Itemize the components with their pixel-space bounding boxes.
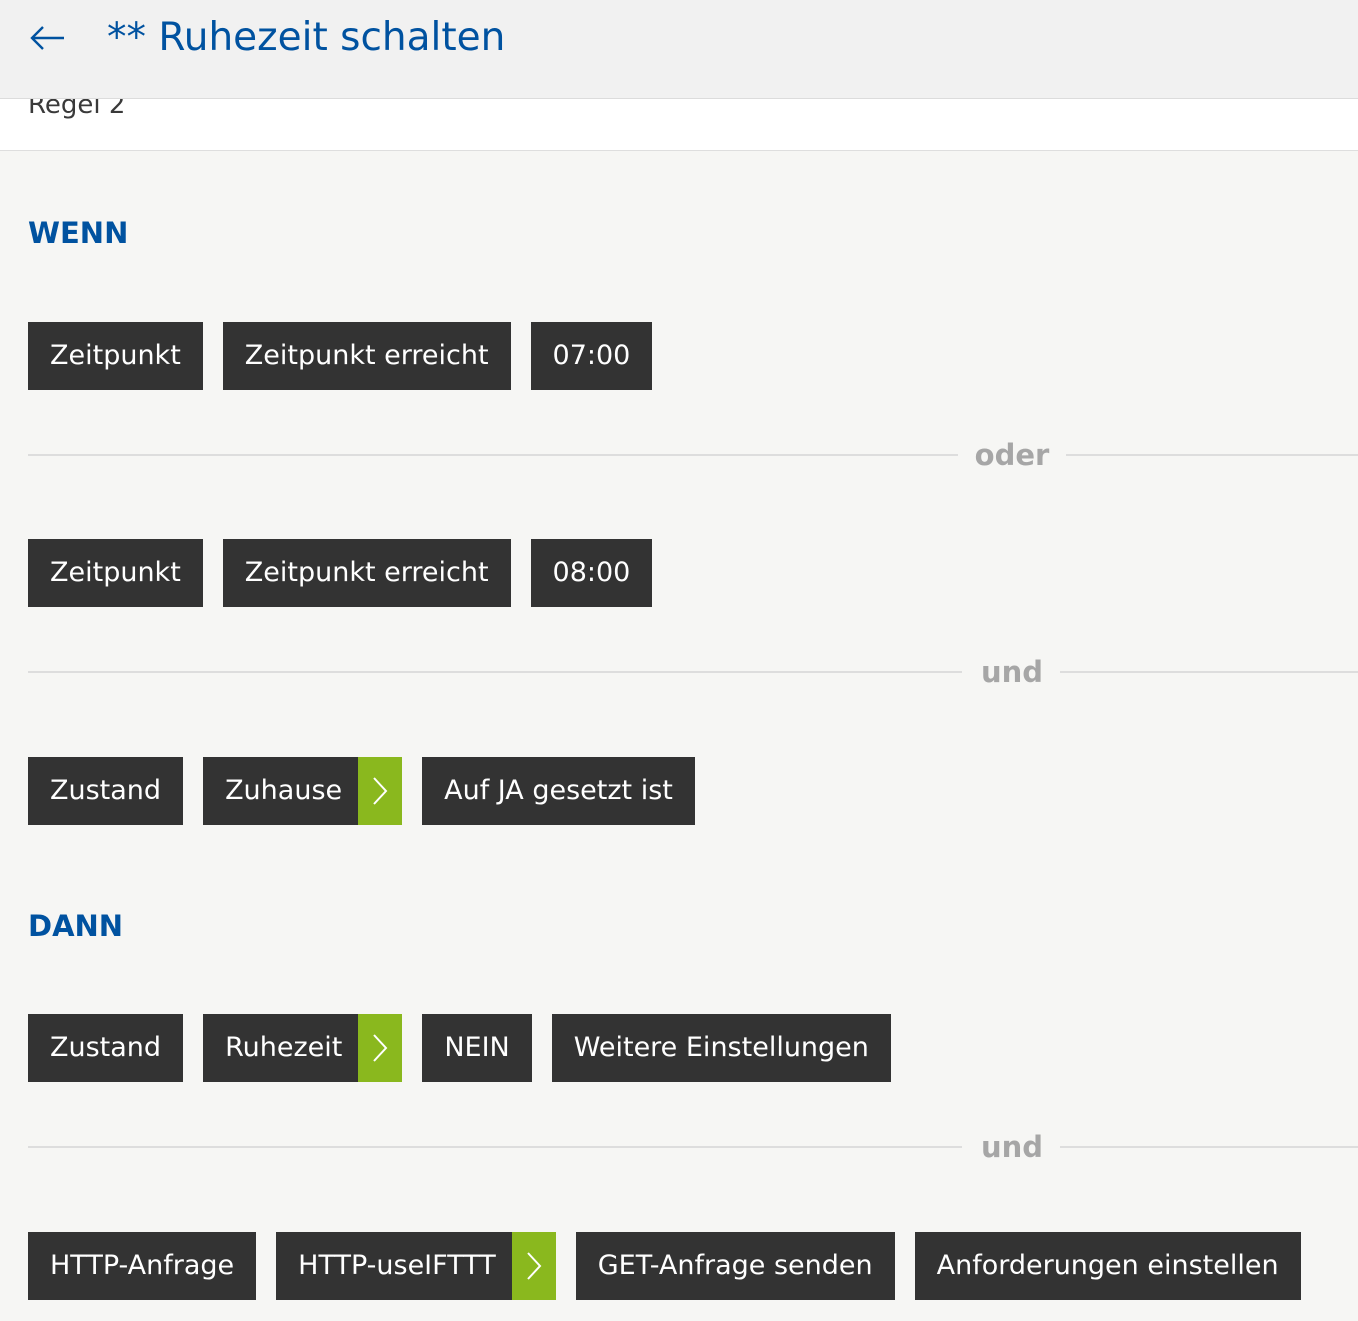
condition-1-time-chip[interactable]: 07:00 xyxy=(530,322,653,390)
action-1-state-chip[interactable]: Ruhezeit xyxy=(203,1014,403,1082)
chevron-right-icon[interactable] xyxy=(358,757,403,825)
rule-name-bar: Regel 2 xyxy=(0,99,1358,151)
condition-1-type-chip[interactable]: Zeitpunkt xyxy=(28,322,203,390)
separator-und-1: und xyxy=(28,654,1358,690)
action-row-2: HTTP-Anfrage HTTP-useIFTTT GET-Anfrage s… xyxy=(28,1232,1301,1300)
action-1-value-chip[interactable]: NEIN xyxy=(422,1014,532,1082)
condition-2-type-chip[interactable]: Zeitpunkt xyxy=(28,539,203,607)
separator-line-right xyxy=(1066,454,1358,456)
action-2-target-chip[interactable]: HTTP-useIFTTT xyxy=(276,1232,556,1300)
chevron-right-icon[interactable] xyxy=(511,1232,556,1300)
separator-label: oder xyxy=(974,438,1050,472)
separator-label: und xyxy=(980,655,1044,689)
action-1-type-chip[interactable]: Zustand xyxy=(28,1014,184,1082)
condition-3-value-chip[interactable]: Auf JA gesetzt ist xyxy=(422,757,695,825)
condition-row-2: Zeitpunkt Zeitpunkt erreicht 08:00 xyxy=(28,539,653,607)
condition-1-trigger-chip[interactable]: Zeitpunkt erreicht xyxy=(222,322,511,390)
action-1-state-label: Ruhezeit xyxy=(225,1032,343,1063)
separator-und-2: und xyxy=(28,1129,1358,1165)
condition-2-trigger-chip[interactable]: Zeitpunkt erreicht xyxy=(222,539,511,607)
separator-line-left xyxy=(28,1146,962,1148)
action-1-settings-chip[interactable]: Weitere Einstellungen xyxy=(551,1014,891,1082)
separator-label: und xyxy=(980,1130,1044,1164)
condition-3-state-chip[interactable]: Zuhause xyxy=(203,757,403,825)
condition-2-time-chip[interactable]: 08:00 xyxy=(530,539,653,607)
dann-heading: DANN xyxy=(28,909,124,943)
separator-line-right xyxy=(1060,671,1358,673)
chevron-right-icon[interactable] xyxy=(358,1014,403,1082)
action-2-type-chip[interactable]: HTTP-Anfrage xyxy=(28,1232,257,1300)
page-title: ** Ruhezeit schalten xyxy=(107,15,506,60)
back-button[interactable] xyxy=(28,18,68,58)
rule-name: Regel 2 xyxy=(28,99,126,120)
condition-3-type-chip[interactable]: Zustand xyxy=(28,757,184,825)
separator-line-left xyxy=(28,671,962,673)
action-2-method-chip[interactable]: GET-Anfrage senden xyxy=(575,1232,895,1300)
condition-row-1: Zeitpunkt Zeitpunkt erreicht 07:00 xyxy=(28,322,653,390)
condition-3-state-label: Zuhause xyxy=(225,775,343,806)
top-bar: ** Ruhezeit schalten xyxy=(0,0,1358,99)
condition-row-3: Zustand Zuhause Auf JA gesetzt ist xyxy=(28,757,695,825)
action-2-target-label: HTTP-useIFTTT xyxy=(298,1250,496,1281)
action-2-settings-chip[interactable]: Anforderungen einstellen xyxy=(914,1232,1301,1300)
separator-line-left xyxy=(28,454,958,456)
action-row-1: Zustand Ruhezeit NEIN Weitere Einstellun… xyxy=(28,1014,891,1082)
arrow-left-icon xyxy=(30,26,64,50)
separator-oder: oder xyxy=(28,437,1358,473)
separator-line-right xyxy=(1060,1146,1358,1148)
wenn-heading: WENN xyxy=(28,216,129,250)
